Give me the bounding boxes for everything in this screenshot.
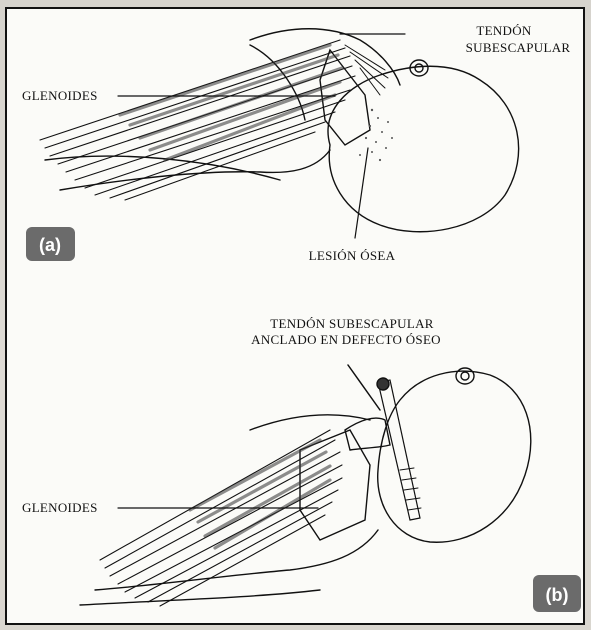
label-tendon-b-line2: ANCLADO EN DEFECTO ÓSEO: [251, 332, 441, 347]
label-lesion-a: LESIÓN ÓSEA: [309, 248, 396, 263]
label-tendon-a-line2: SUBESCAPULAR: [466, 40, 571, 55]
coracoid-b: [456, 368, 474, 384]
label-tendon-a-line1: TENDÓN: [476, 23, 532, 38]
badge-a-label: (a): [39, 235, 61, 255]
badge-b: (b): [533, 575, 581, 612]
bone-lesion-a: [359, 109, 393, 161]
tendon-fan-a: [345, 45, 388, 95]
panel-b: [80, 365, 531, 606]
label-tendon-b-line1: TENDÓN SUBESCAPULAR: [270, 316, 434, 331]
humeral-head-b: [378, 371, 531, 542]
label-glenoides-b: GLENOIDES: [22, 500, 98, 515]
anchor-rod-b: [377, 378, 421, 520]
panel-a: [40, 29, 519, 238]
badge-b-label: (b): [546, 585, 569, 605]
anchor-instrument-b: [348, 365, 380, 410]
leader-lesion-a: [355, 148, 368, 238]
label-glenoides-a: GLENOIDES: [22, 88, 98, 103]
humeral-head-a: [328, 66, 519, 232]
badge-a: (a): [26, 227, 75, 261]
